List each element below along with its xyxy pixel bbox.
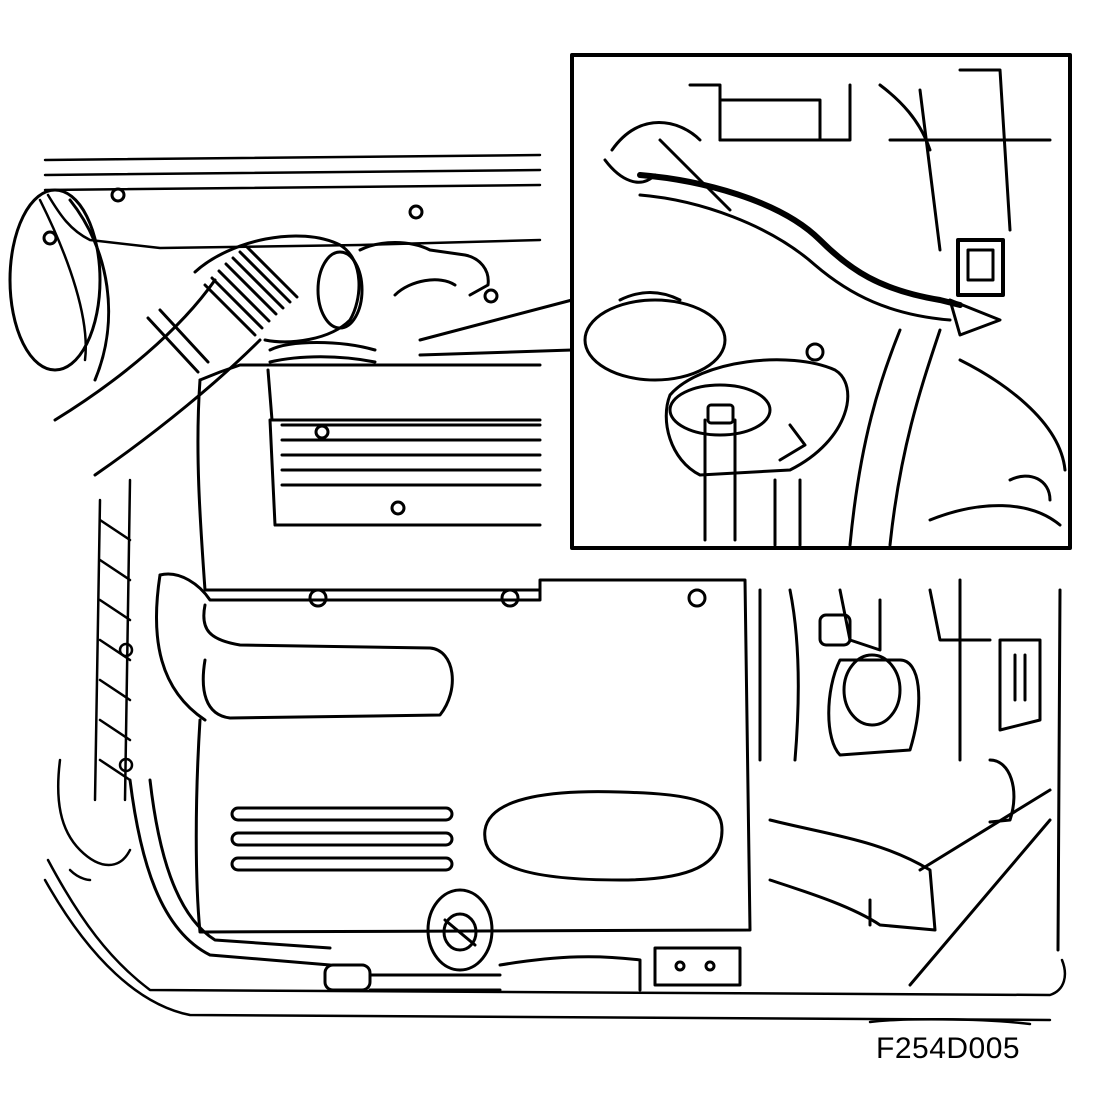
right-side-components: [758, 578, 1062, 987]
callout-leader: [418, 298, 574, 357]
detail-inset: [570, 53, 1072, 550]
radiator-fins: [56, 478, 134, 882]
strut-tower: [8, 188, 111, 382]
engine-cover: [154, 363, 752, 934]
intake-hose: [53, 234, 364, 477]
body-outline: [38, 153, 1067, 1026]
figure-reference-code: F254D005: [876, 1032, 1021, 1065]
upper-details: [110, 187, 499, 364]
lower-hoses: [128, 778, 742, 992]
oil-filler-cap: [426, 888, 494, 972]
